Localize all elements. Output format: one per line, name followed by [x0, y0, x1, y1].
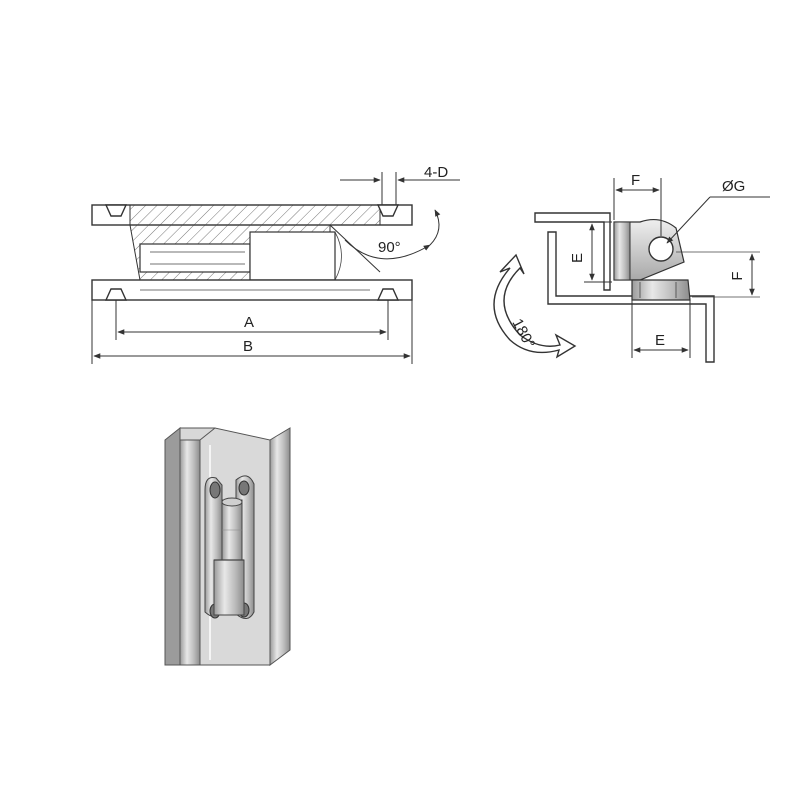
- hinge-knuckle: [249, 231, 336, 281]
- leader-arrow: [666, 196, 711, 244]
- dim-g-label: ØG: [722, 178, 745, 195]
- angle-arc-end: [429, 209, 441, 246]
- knuckle-curve: [334, 231, 342, 281]
- door-profile-top: [534, 212, 611, 291]
- dim-e-bottom-label: E: [655, 332, 665, 349]
- hinge-leaf-edge: [613, 221, 631, 281]
- barrel-top: [221, 497, 243, 507]
- hinge-pin: [139, 243, 251, 273]
- hinge-3d-render: [164, 426, 291, 666]
- angle-arc: [344, 239, 431, 260]
- dim-e-left-label: E: [569, 253, 586, 263]
- countersink-top-left: [104, 204, 128, 217]
- rotation-arrow-icon: [493, 253, 577, 359]
- dim-f-right-label: F: [729, 271, 746, 280]
- dim-a-label: A: [244, 314, 254, 331]
- screw-hole-top-left: [209, 481, 221, 499]
- side-view: F ØG E F E 180°: [493, 172, 770, 363]
- door-right-flange: [269, 427, 291, 666]
- hinge-knuckle-lower: [631, 279, 691, 301]
- dim-b-label: B: [243, 338, 253, 355]
- screw-hole-top-right: [238, 480, 250, 496]
- front-section-view: 4-D 90° A B: [91, 164, 460, 364]
- hinge-barrel-lower: [213, 559, 245, 616]
- dim-angle-label: 90°: [378, 239, 401, 256]
- dim-4d-label: 4-D: [424, 164, 448, 181]
- countersink-top-right: [376, 204, 400, 217]
- frame-profile-bottom: [547, 231, 715, 363]
- countersink-bottom-right: [376, 288, 400, 301]
- frame-left-flange: [164, 426, 181, 666]
- frame-face: [179, 439, 201, 666]
- top-plate-hatched: [129, 204, 381, 226]
- dim-f-top-label: F: [631, 172, 640, 189]
- countersink-bottom-left: [104, 288, 128, 301]
